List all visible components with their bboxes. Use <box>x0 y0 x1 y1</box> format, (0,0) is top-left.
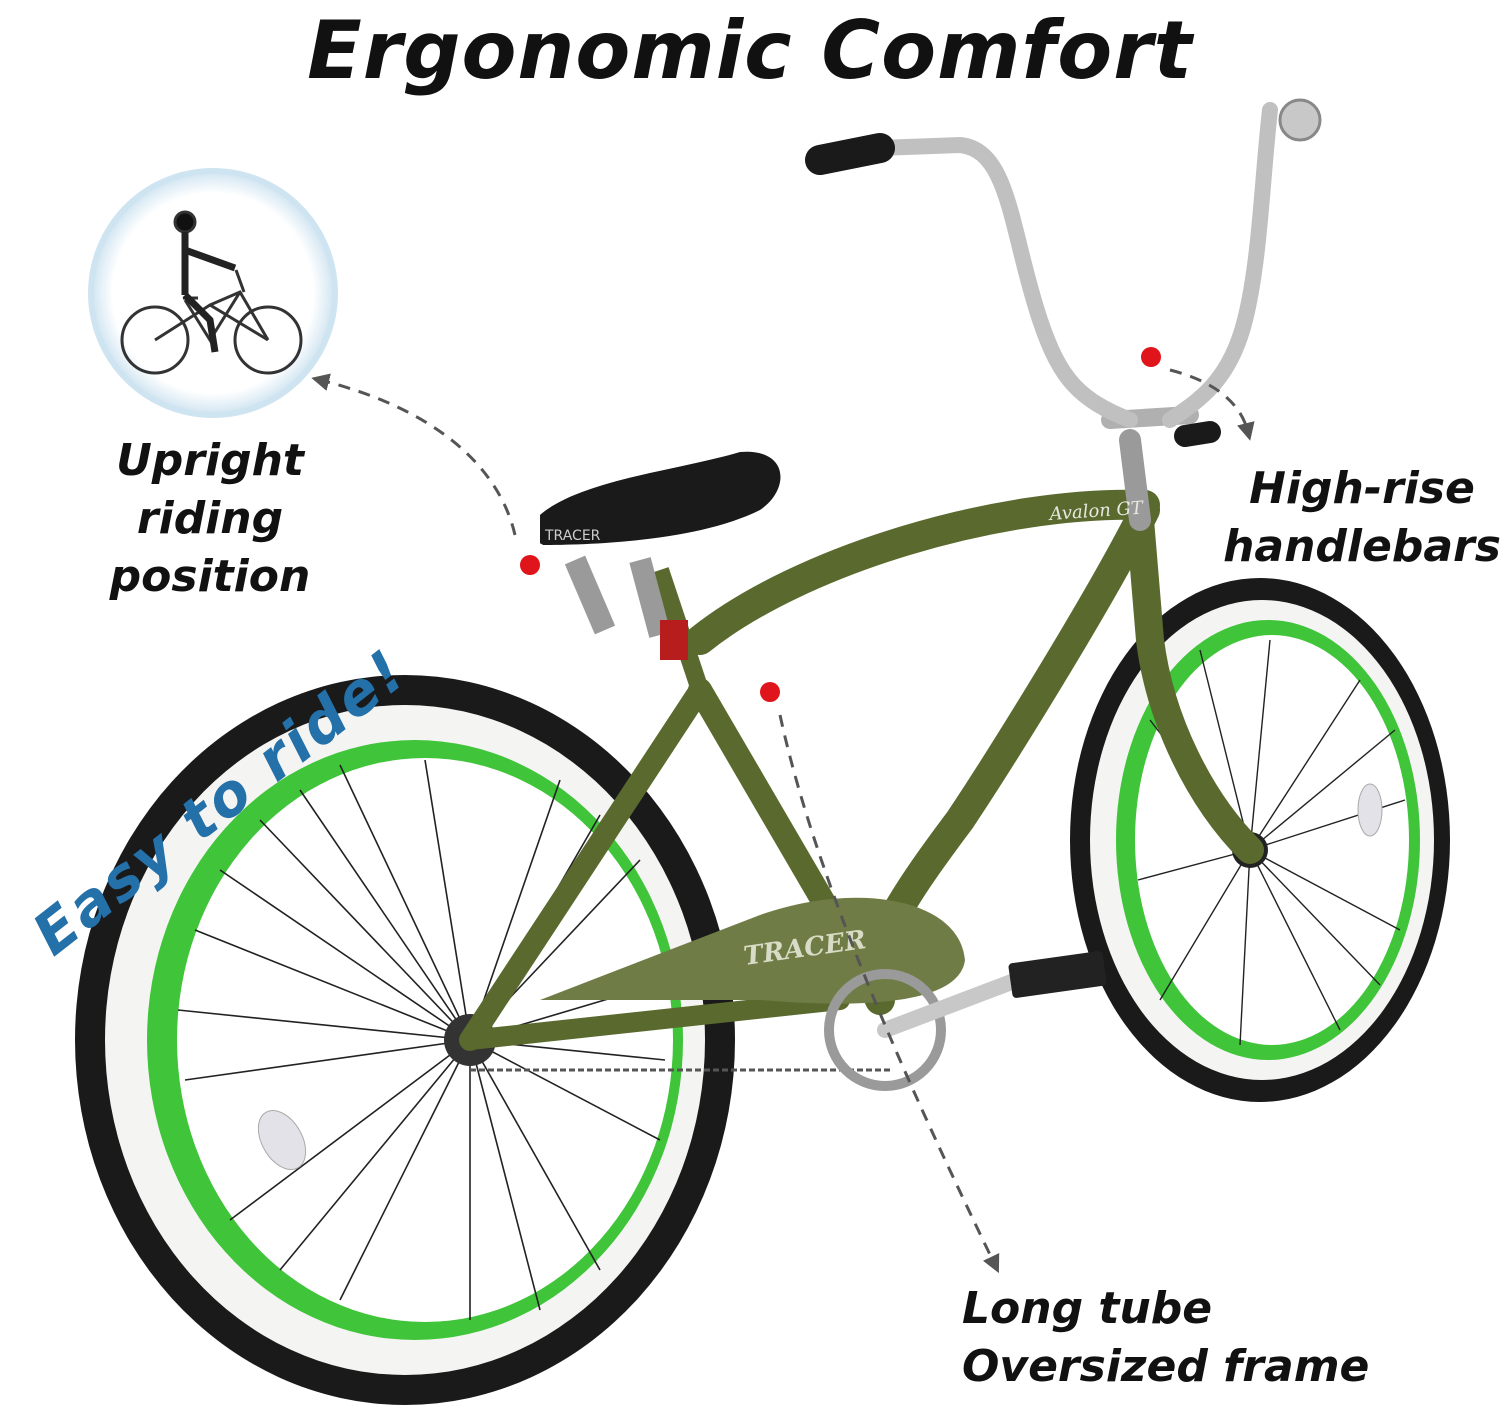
rear-wheel <box>75 675 735 1405</box>
handlebars <box>805 98 1322 531</box>
callout-line: riding <box>136 493 284 544</box>
saddle-brand: TRACER <box>544 528 601 544</box>
callout-line: Long tube <box>962 1283 1213 1334</box>
front-wheel <box>1070 578 1450 1102</box>
upright-position-inset <box>88 168 338 418</box>
page-title: Ergonomic Comfort <box>307 4 1193 97</box>
callout-line: Upright <box>116 435 304 486</box>
rider-on-bike-icon <box>120 210 303 375</box>
upright-position-callout: Upright riding position <box>95 432 325 606</box>
callout-line: handlebars <box>1223 521 1500 572</box>
frame-callout: Long tube Oversized frame <box>962 1280 1382 1396</box>
dashed-arrow-icon <box>311 368 1255 1274</box>
handlebars-callout: High-rise handlebars <box>1222 460 1500 576</box>
callout-marker-icon <box>1127 333 1175 381</box>
callout-line: position <box>109 551 311 602</box>
saddle: TRACER <box>540 451 781 693</box>
callout-marker-icon <box>746 668 794 716</box>
callout-marker-icon <box>506 541 554 589</box>
callout-line: High-rise <box>1249 463 1475 514</box>
callout-line: Oversized frame <box>962 1341 1370 1392</box>
